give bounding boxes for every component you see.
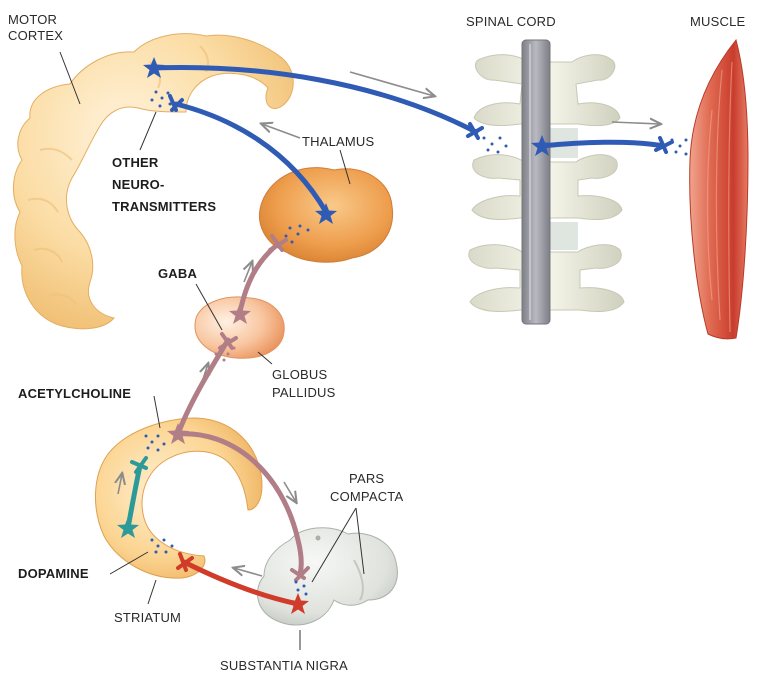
pars-compacta-label-line-1: PARS xyxy=(330,470,403,488)
thalamus-label: THALAMUS xyxy=(302,134,374,150)
spinal-cord-label: SPINAL CORD xyxy=(466,14,556,30)
other-neurotransmitters-label-line-1: OTHER xyxy=(112,152,216,174)
pars-compacta-label-line-2: COMPACTA xyxy=(330,488,403,506)
motor-cortex-label-line-2: CORTEX xyxy=(8,28,63,44)
other-neurotransmitters-label: OTHER NEURO- TRANSMITTERS xyxy=(112,152,216,218)
other-neurotransmitters-label-line-3: TRANSMITTERS xyxy=(112,196,216,218)
spinal-cord-illustration xyxy=(469,40,624,324)
globus-pallidus-label-line-1: GLOBUS xyxy=(272,366,336,384)
substantia-nigra-shape xyxy=(257,528,397,625)
muscle-label: MUSCLE xyxy=(690,14,745,30)
globus-pallidus-label-line-2: PALLIDUS xyxy=(272,384,336,402)
motor-cortex-label: MOTOR CORTEX xyxy=(8,12,63,44)
pars-compacta-label: PARS COMPACTA xyxy=(330,470,403,506)
gaba-label: GABA xyxy=(158,266,197,282)
dopamine-label: DOPAMINE xyxy=(18,566,89,582)
other-neurotransmitters-label-line-2: NEURO- xyxy=(112,174,216,196)
substantia-nigra-label: SUBSTANTIA NIGRA xyxy=(220,658,348,674)
striatum-label: STRIATUM xyxy=(114,610,181,626)
acetylcholine-label: ACETYLCHOLINE xyxy=(18,386,131,402)
motor-cortex-label-line-1: MOTOR xyxy=(8,12,63,28)
globus-pallidus-label: GLOBUS PALLIDUS xyxy=(272,366,336,402)
